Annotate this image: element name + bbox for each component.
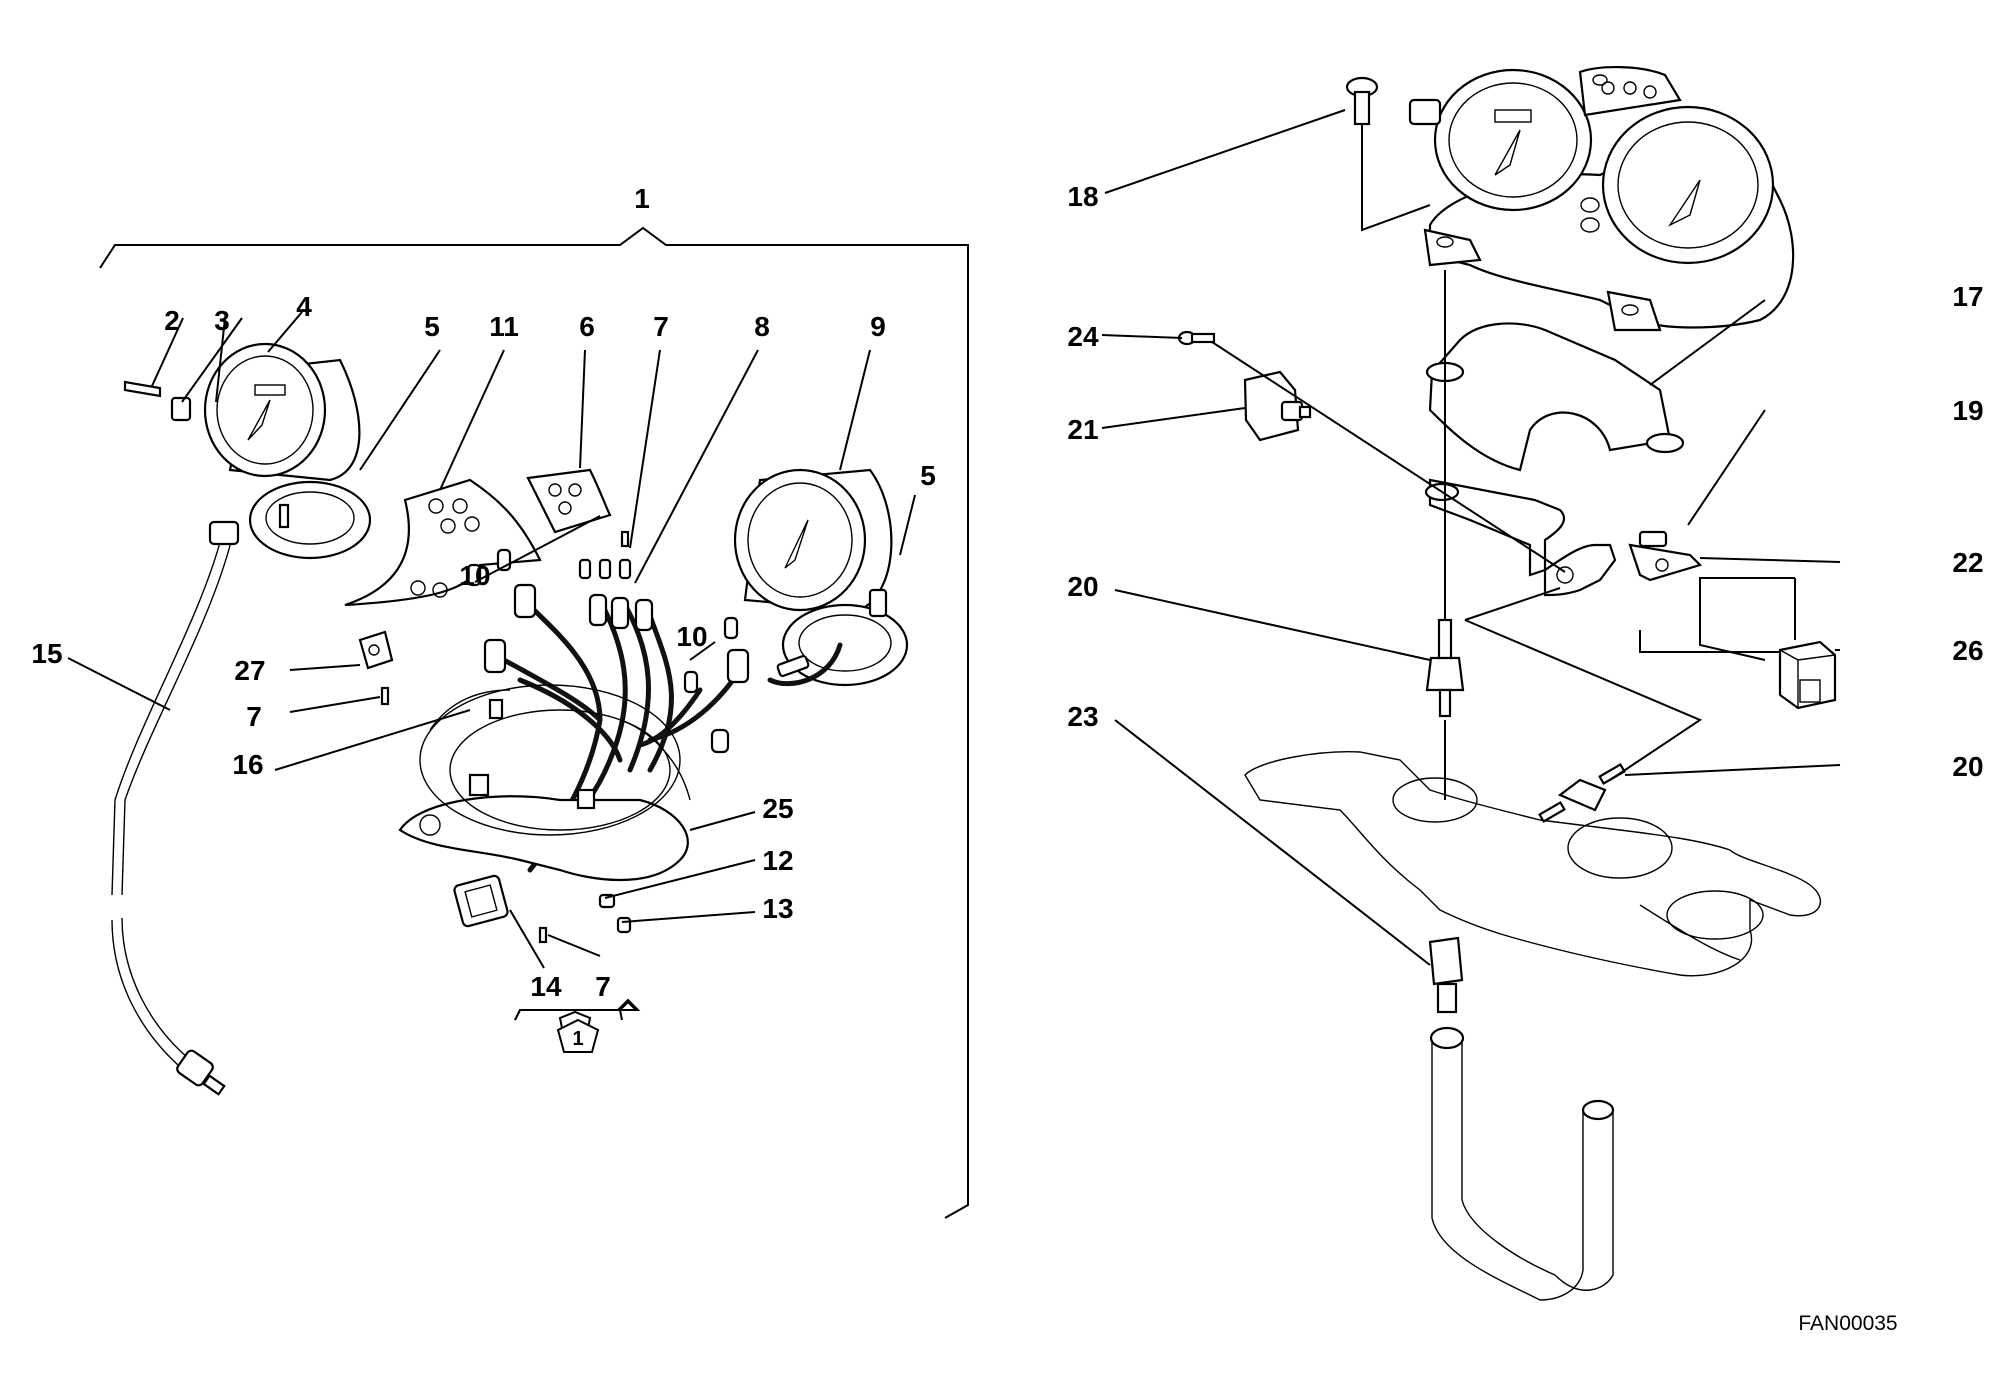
instrument-cover [1425, 322, 1685, 472]
callout-23: 23 [1067, 701, 1098, 732]
callout-20-upper: 20 [1067, 571, 1098, 602]
cable-tube [1429, 1026, 1615, 1301]
callout-14: 14 [530, 971, 562, 1002]
harness-connector [453, 874, 509, 928]
hex-spacer [1428, 936, 1464, 1014]
instrument-cluster [1408, 66, 1795, 332]
callout-17: 17 [1952, 281, 1983, 312]
callout-11: 11 [489, 311, 519, 342]
callout-26: 26 [1952, 635, 1983, 666]
callout-6: 6 [579, 311, 595, 342]
kit-marker: 1 [556, 1018, 600, 1053]
kit-marker-number: 1 [572, 1028, 583, 1050]
callout-16: 16 [232, 749, 263, 780]
assembly-group-bracket [99, 226, 969, 1219]
callout-21: 21 [1067, 414, 1098, 445]
spacer-lower [1538, 763, 1626, 823]
ignition-switch [1243, 370, 1312, 442]
speedometer-cable [111, 520, 240, 1096]
callout-5-right: 5 [920, 460, 936, 491]
callout-24: 24 [1067, 321, 1099, 352]
callout-1: 1 [634, 183, 650, 214]
callout-labels: 1 2 3 4 5 11 6 7 8 9 5 10 10 15 27 7 16 … [31, 181, 1983, 1002]
speedometer-gauge [733, 468, 909, 687]
callout-2: 2 [164, 305, 180, 336]
wiring-harness [466, 548, 843, 873]
callout-7-bottom: 7 [595, 971, 611, 1002]
callout-27: 27 [234, 655, 265, 686]
callout-9: 9 [870, 311, 886, 342]
callout-4: 4 [296, 291, 312, 322]
callout-15: 15 [31, 638, 62, 669]
instrument-housing [398, 684, 691, 882]
callout-12: 12 [762, 845, 793, 876]
callout-13: 13 [762, 893, 793, 924]
callout-5-left: 5 [424, 311, 440, 342]
left-fasteners [380, 530, 632, 944]
callout-20-lower: 20 [1952, 751, 1983, 782]
rubber-block [1778, 640, 1837, 710]
warning-light-plate [344, 468, 612, 607]
callout-19: 19 [1952, 395, 1983, 426]
drawing-code: FAN00035 [1798, 1312, 1897, 1335]
callout-10-right: 10 [676, 621, 707, 652]
callout-3: 3 [214, 305, 230, 336]
small-bracket [358, 630, 394, 670]
callout-8: 8 [754, 311, 770, 342]
support-bracket [1424, 478, 1703, 597]
callout-25: 25 [762, 793, 793, 824]
mounting-screw [1345, 76, 1379, 126]
callout-7-top: 7 [653, 311, 669, 342]
left-leader-lines [67, 311, 916, 969]
switch-screw [1177, 330, 1216, 346]
rev-counter-gauge [123, 342, 372, 560]
callout-18: 18 [1067, 181, 1098, 212]
fork-top-yoke [1244, 751, 1822, 977]
callout-22: 22 [1952, 547, 1983, 578]
spacer-upper [1425, 618, 1465, 718]
callout-7-mid: 7 [246, 701, 262, 732]
right-leader-lines [1101, 109, 1841, 966]
callout-10-left: 10 [459, 560, 490, 591]
